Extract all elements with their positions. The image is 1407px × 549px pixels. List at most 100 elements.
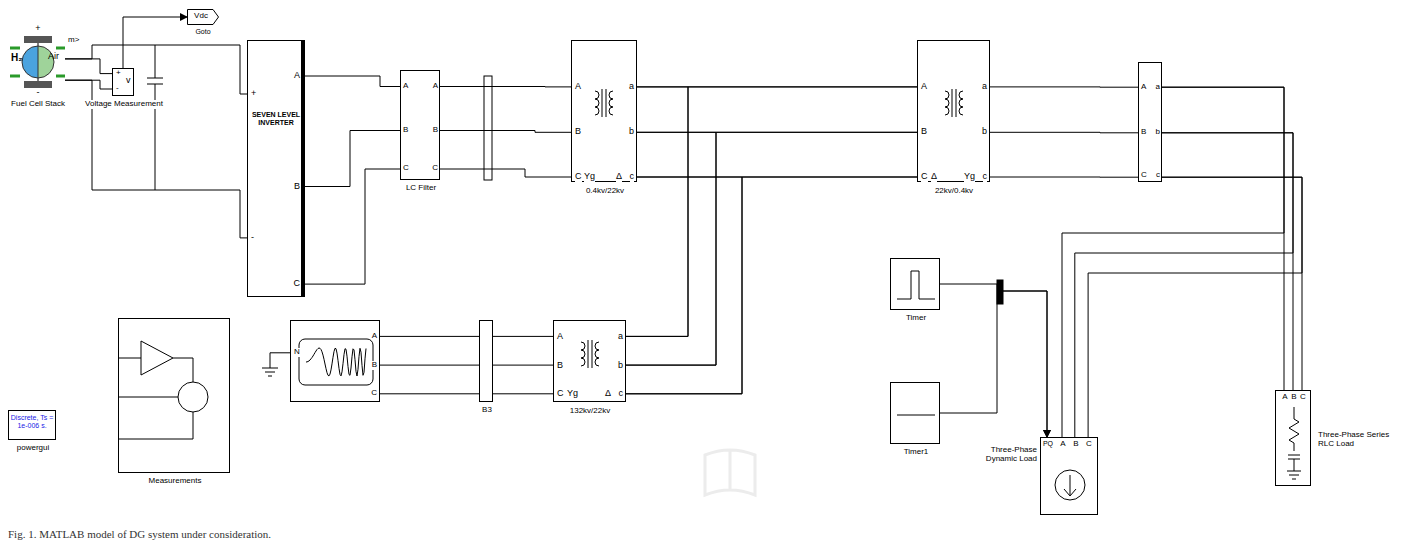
block-label: B <box>433 126 438 135</box>
lc-filter-block: ABCABCLC Filter <box>400 70 440 180</box>
block-label: H₂ <box>11 52 23 63</box>
wire-connector <box>65 45 247 238</box>
block-label: Three-Phase Series RLC Load <box>1318 431 1392 449</box>
block-label: B <box>921 127 927 137</box>
wire-connector <box>493 336 553 393</box>
block-label: A <box>433 82 438 91</box>
block-label: c <box>619 389 624 399</box>
block-label: Three-Phase Dynamic Load <box>965 446 1037 464</box>
block-label: Air <box>48 52 59 62</box>
wire-connector <box>380 336 479 393</box>
wire-connector <box>123 17 187 68</box>
block-label: LC Filter <box>406 184 436 193</box>
block-label: b <box>1156 128 1160 137</box>
block-label: A <box>372 332 377 341</box>
goto-tag: VdcGoto <box>187 9 219 25</box>
block-label: B <box>575 127 581 137</box>
dynamic-load-block: PQABCThree-Phase Dynamic Load <box>1040 437 1098 515</box>
fuel-cell-stack: m>H₂Air+-Fuel Cell Stack <box>10 36 65 88</box>
wire-connector <box>626 87 742 394</box>
block-label: SEVEN LEVEL INVERTER <box>251 111 301 126</box>
block-label: B <box>557 361 563 371</box>
watermark-logo <box>705 450 755 495</box>
timer-block: Timer <box>890 258 940 310</box>
block-symbol <box>1041 438 1099 516</box>
block-label: C <box>403 164 409 173</box>
block-label: A <box>403 82 408 91</box>
block-label: + <box>251 89 256 99</box>
wire-connector <box>440 87 571 178</box>
block-symbol <box>891 259 941 311</box>
wire-connector <box>626 87 917 394</box>
block-label: c <box>1156 171 1160 180</box>
block-label: B <box>403 126 408 135</box>
wire-connector <box>1062 87 1302 437</box>
block-label: A <box>1141 83 1146 92</box>
rlc-load-block: ABCThree-Phase Series RLC Load <box>1275 390 1311 486</box>
block-label: C <box>921 172 928 182</box>
figure-caption: Fig. 1. MATLAB model of DG system under … <box>8 528 271 540</box>
block-symbol <box>1276 391 1312 487</box>
block-label: N <box>294 348 300 357</box>
block-label: C <box>1086 440 1092 449</box>
block-label: a <box>1156 83 1160 92</box>
mux-bar <box>997 280 1003 304</box>
block-label: B <box>1141 128 1146 137</box>
bus-bar <box>484 76 492 180</box>
transformer-block: ABCYgΔabc132kv/22kv <box>553 320 626 402</box>
block-label: v <box>126 76 131 86</box>
block-label: C <box>1141 171 1147 180</box>
transformer-block: ABCYgΔabc0.4kv/22kv <box>571 40 637 182</box>
wire-connector <box>940 291 1047 437</box>
block-label: Δ <box>931 172 937 182</box>
block-label: Voltage Measurement <box>85 100 163 109</box>
transformer-block: ABCΔYgabc22kv/0.4kv <box>917 40 990 182</box>
block-label: B <box>294 182 300 192</box>
block-label: a <box>618 332 623 342</box>
block-label: B <box>372 361 377 370</box>
block-label: Yg <box>584 172 595 182</box>
block-label: + <box>116 69 121 78</box>
bus-block: A B Ca b c <box>1138 62 1162 182</box>
block-label: A <box>575 82 581 92</box>
block-label: m> <box>68 36 79 45</box>
block-label: Timer <box>906 314 926 323</box>
block-label: powergui <box>17 444 49 453</box>
block-label: Discrete, Ts = 1e-006 s. <box>9 414 55 429</box>
block-label: Goto <box>195 28 210 36</box>
block-symbol <box>918 41 991 183</box>
block-symbol <box>291 321 381 403</box>
block-label: B <box>1073 440 1078 449</box>
capacitor-symbol <box>147 45 163 190</box>
block-label: C <box>432 164 438 173</box>
block-label: - <box>116 84 119 93</box>
powergui-block: Discrete, Ts = 1e-006 s.powergui <box>8 410 56 440</box>
block-label: b <box>618 361 623 371</box>
block-label: A <box>1282 393 1287 402</box>
voltage-source-block: NABC <box>290 320 380 402</box>
wire-connector <box>990 87 1138 177</box>
block-label: Yg <box>964 172 975 182</box>
block-label: B3 <box>482 406 492 415</box>
block-label: A <box>557 332 563 342</box>
block-label: A <box>921 82 927 92</box>
voltage-measurement-block: +v-Voltage Measurement <box>112 68 134 96</box>
block-label: B <box>1291 393 1296 402</box>
block-symbol <box>572 41 638 183</box>
block-label: Measurements <box>149 477 202 486</box>
block-symbol <box>119 319 231 474</box>
block-label: c <box>983 172 988 182</box>
block-symbol <box>891 383 941 445</box>
block-label: + <box>35 24 40 34</box>
wire-connector <box>940 284 1047 437</box>
block-label: C <box>557 389 564 399</box>
block-label: A <box>294 71 300 81</box>
block-label: Vdc <box>194 12 208 21</box>
block-label: a <box>982 82 987 92</box>
block-label: Timer1 <box>904 448 929 457</box>
measurements-block: Measurements <box>118 318 230 473</box>
block-label: 22kv/0.4kv <box>935 187 973 196</box>
inverter-block: SEVEN LEVEL INVERTER+-ABC <box>247 40 305 297</box>
block-label: A <box>1060 440 1065 449</box>
block-label: 0.4kv/22kv <box>586 187 624 196</box>
